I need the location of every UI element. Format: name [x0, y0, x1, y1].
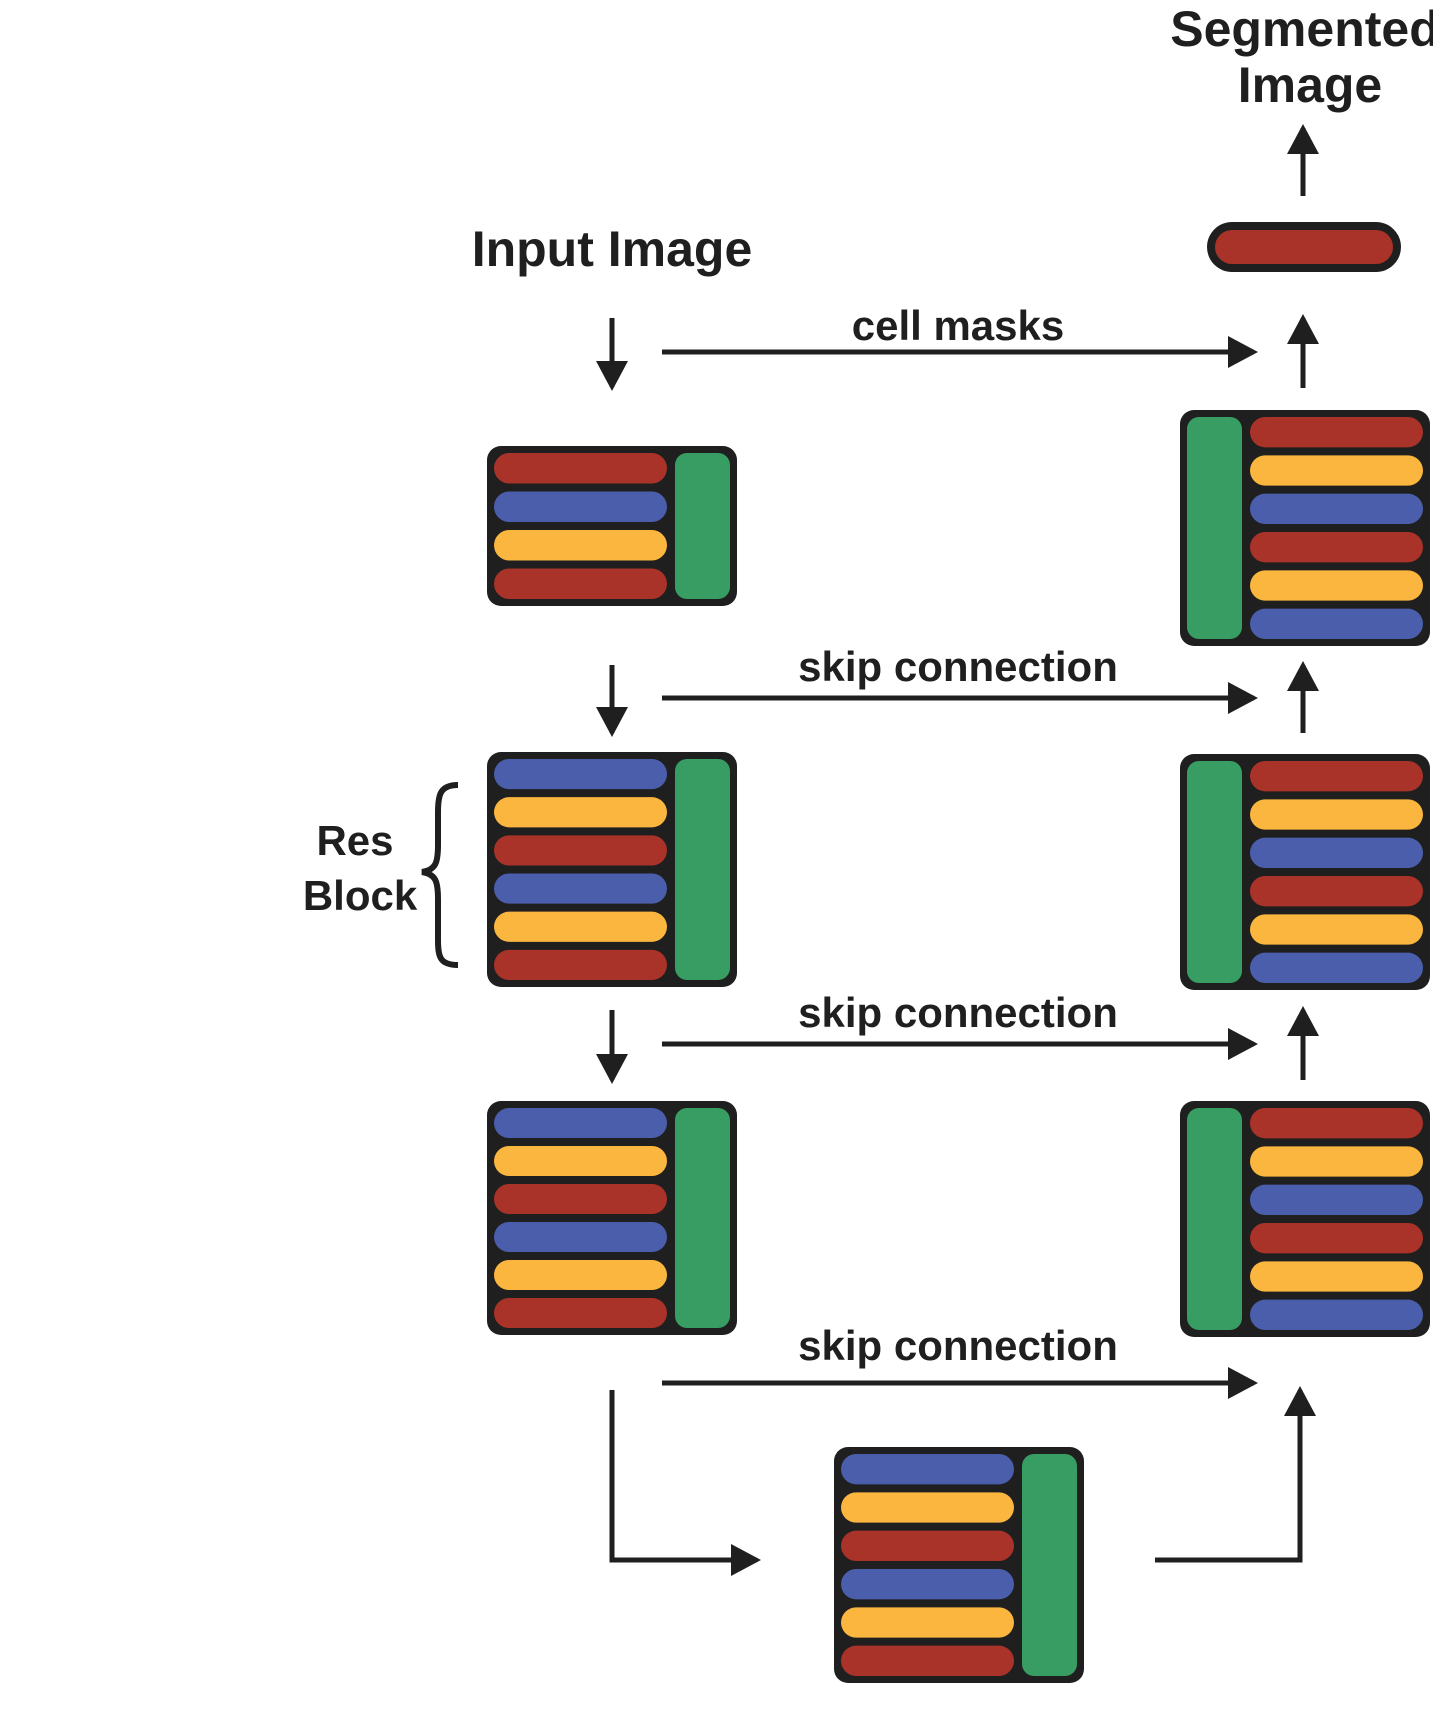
bottleneck-stripe-3 [841, 1530, 1014, 1561]
decoder-3-stripe-6 [1250, 1299, 1423, 1330]
skip-connection-label-2: skip connection [798, 989, 1118, 1036]
decoder-1-block [1180, 410, 1430, 646]
encoder-3-stripe-1 [494, 1108, 667, 1138]
decoder-2-green-bar [1187, 761, 1242, 983]
encoder-1-frame [487, 446, 737, 606]
bottleneck-stripe-2 [841, 1492, 1014, 1523]
encoder-2-block [487, 752, 737, 987]
cell-masks-label: cell masks [852, 302, 1065, 349]
decoder-1-stripe-5 [1250, 570, 1423, 601]
decoder-2-block [1180, 754, 1430, 990]
bottleneck-out-arrow [1155, 1386, 1316, 1563]
decoder-1-green-bar [1187, 417, 1242, 639]
encoder-2-stripe-6 [494, 949, 667, 980]
encoder-2-stripe-3 [494, 835, 667, 866]
encoder-3-green-bar [675, 1108, 730, 1328]
decoder-1-stripe-2 [1250, 455, 1423, 486]
encoder-1-green-bar [675, 453, 730, 599]
segmented-image-label-line2: Image [1238, 57, 1383, 113]
skip-connection-label-3: skip connection [798, 1322, 1118, 1369]
bottleneck-green-bar [1022, 1454, 1077, 1676]
decoder-3-stripe-5 [1250, 1261, 1423, 1292]
encoder-3-stripe-3 [494, 1184, 667, 1214]
decoder-2-stripe-1 [1250, 761, 1423, 792]
decoder-2-stripe-3 [1250, 837, 1423, 868]
encoder-3-stripe-6 [494, 1298, 667, 1328]
decoder-3-stripe-4 [1250, 1223, 1423, 1254]
encoder-2-stripe-4 [494, 873, 667, 904]
input-image-label: Input Image [472, 221, 753, 277]
bottleneck-in-arrow [609, 1390, 761, 1576]
decoder-3-block [1180, 1101, 1430, 1337]
decoder-3-stripe-1 [1250, 1108, 1423, 1139]
bottleneck-stripe-1 [841, 1454, 1014, 1485]
bottleneck-stripe-4 [841, 1569, 1014, 1600]
skip-connection-label-1: skip connection [798, 643, 1118, 690]
encoder-1-block [487, 446, 737, 606]
encoder-1-stripe-2 [494, 491, 667, 522]
decoder-2-stripe-4 [1250, 876, 1423, 907]
res-block-label-line2: Block [303, 872, 418, 919]
encoder-3-block [487, 1101, 737, 1335]
encoder-1-stripe-4 [494, 568, 667, 599]
decoder-1-stripe-6 [1250, 608, 1423, 639]
decoder-2-stripe-5 [1250, 914, 1423, 945]
decoder-3-green-bar [1187, 1108, 1242, 1330]
encoder-2-green-bar [675, 759, 730, 980]
decoder-1-stripe-3 [1250, 493, 1423, 524]
encoder-3-stripe-5 [494, 1260, 667, 1290]
output-stripe [1215, 230, 1393, 264]
encoder-2-stripe-2 [494, 797, 667, 828]
decoder-1-stripe-1 [1250, 417, 1423, 448]
encoder-3-stripe-2 [494, 1146, 667, 1176]
decoder-1-stripe-4 [1250, 532, 1423, 563]
decoder-2-stripe-6 [1250, 952, 1423, 983]
encoder-1-stripe-3 [494, 530, 667, 561]
encoder-1-stripe-1 [494, 453, 667, 484]
bottleneck-block [834, 1447, 1084, 1683]
decoder-3-stripe-2 [1250, 1146, 1423, 1177]
decoder-3-stripe-3 [1250, 1184, 1423, 1215]
encoder-2-stripe-5 [494, 911, 667, 942]
encoder-2-stripe-1 [494, 759, 667, 790]
bottleneck-stripe-5 [841, 1607, 1014, 1638]
encoder-3-stripe-4 [494, 1222, 667, 1252]
output-block [1207, 222, 1401, 272]
res-block-label-line1: Res [316, 817, 393, 864]
segmented-image-label-line1: Segmented [1170, 1, 1433, 57]
decoder-2-stripe-2 [1250, 799, 1423, 830]
res-block-brace [421, 782, 459, 968]
bottleneck-stripe-6 [841, 1645, 1014, 1676]
